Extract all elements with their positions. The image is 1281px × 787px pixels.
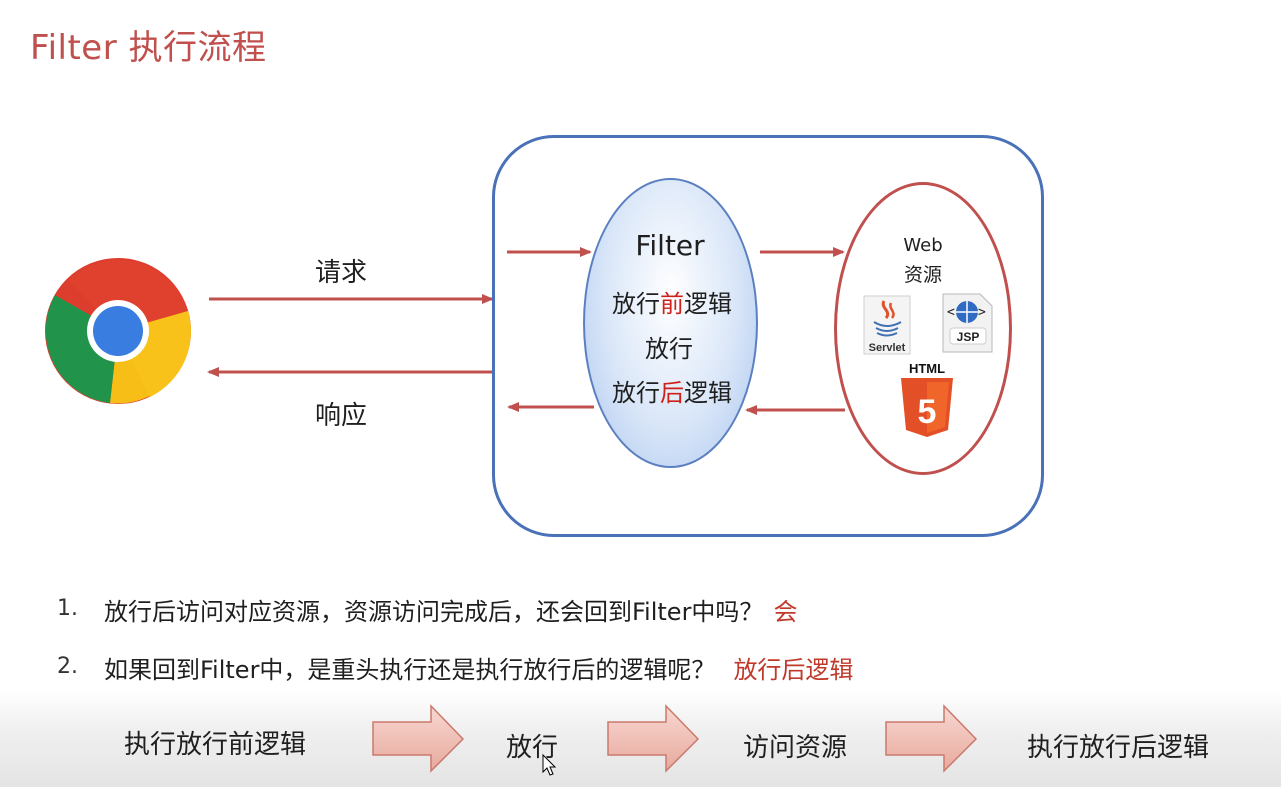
chrome-icon — [45, 258, 191, 404]
filter-post-logic: 放行后逻辑 — [612, 379, 732, 407]
flow-arrow-2 — [607, 704, 700, 773]
html-label: HTML — [909, 361, 945, 376]
request-label: 请求 — [315, 258, 368, 288]
flow-step-3: 访问资源 — [742, 733, 848, 763]
html5-icon: 5 — [901, 378, 953, 437]
flow-arrow-1 — [372, 704, 465, 773]
question-2-number: 2. — [57, 654, 78, 679]
web-resource-title-line1: Web — [903, 235, 943, 256]
flow-arrow-3 — [885, 704, 978, 773]
flow-step-1: 执行放行前逻辑 — [123, 730, 307, 760]
web-resource-title-line2: 资源 — [903, 264, 943, 286]
jsp-icon: < > — [942, 293, 993, 353]
svg-text:<: < — [947, 305, 955, 320]
filter-pass: 放行 — [645, 335, 693, 363]
flow-step-4: 执行放行后逻辑 — [1026, 733, 1210, 763]
svg-text:5: 5 — [918, 393, 937, 431]
jsp-label: JSP — [957, 330, 980, 344]
svg-text:>: > — [978, 305, 986, 320]
java-servlet-icon — [863, 295, 911, 355]
servlet-label: Servlet — [869, 342, 906, 354]
filter-title: Filter — [635, 229, 705, 262]
filter-pre-logic: 放行前逻辑 — [612, 290, 732, 318]
question-1-text: 放行后访问对应资源，资源访问完成后，还会回到Filter中吗？会 — [104, 598, 798, 626]
filter-node — [583, 178, 758, 468]
slide-title: Filter 执行流程 — [30, 28, 267, 68]
question-2-text: 如果回到Filter中，是重头执行还是执行放行后的逻辑呢？放行后逻辑 — [104, 656, 854, 684]
question-1-number: 1. — [57, 596, 78, 621]
mouse-cursor-icon — [542, 753, 557, 776]
question-2-answer: 放行后逻辑 — [733, 656, 854, 684]
question-1-answer: 会 — [773, 598, 798, 626]
response-label: 响应 — [315, 401, 368, 431]
flow-step-2: 放行 — [505, 733, 559, 763]
